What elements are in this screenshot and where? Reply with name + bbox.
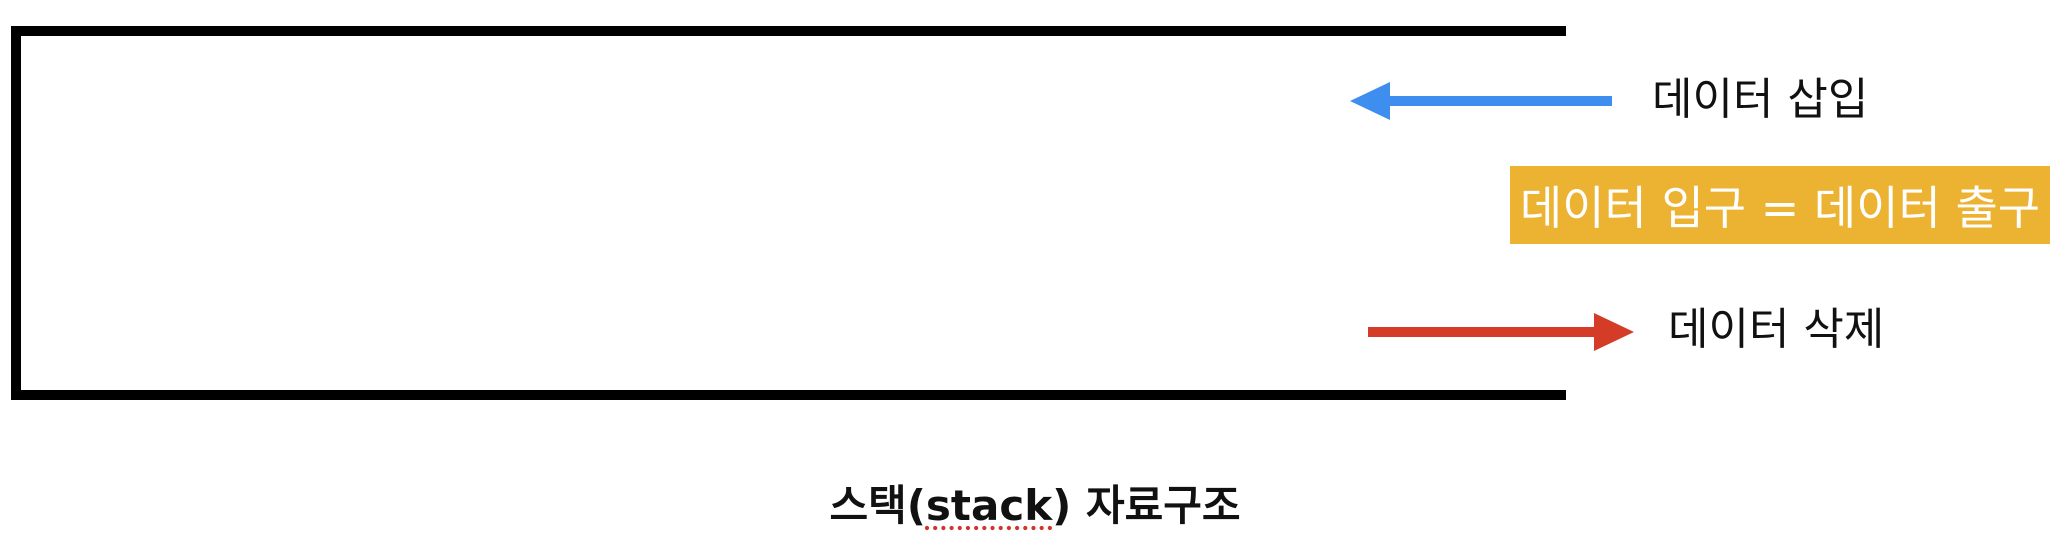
io-rule-text: 데이터 입구 = 데이터 출구 bbox=[1519, 181, 2041, 235]
arrow-right-icon bbox=[1368, 313, 1634, 351]
insert-label: 데이터 삽입 bbox=[1652, 74, 1869, 125]
arrow-left-icon bbox=[1350, 82, 1612, 120]
stack-container-outline bbox=[11, 26, 1566, 400]
io-rule-badge: 데이터 입구 = 데이터 출구 bbox=[1510, 166, 2050, 244]
caption-suffix: ) 자료구조 bbox=[1052, 481, 1241, 530]
diagram-caption: 스택(stack) 자료구조 bbox=[0, 478, 2070, 534]
insert-arrow-head bbox=[1350, 82, 1390, 120]
delete-arrow-head bbox=[1594, 313, 1634, 351]
caption-term: stack bbox=[925, 481, 1053, 530]
caption-prefix: 스택( bbox=[829, 481, 926, 530]
delete-label: 데이터 삭제 bbox=[1668, 304, 1885, 355]
